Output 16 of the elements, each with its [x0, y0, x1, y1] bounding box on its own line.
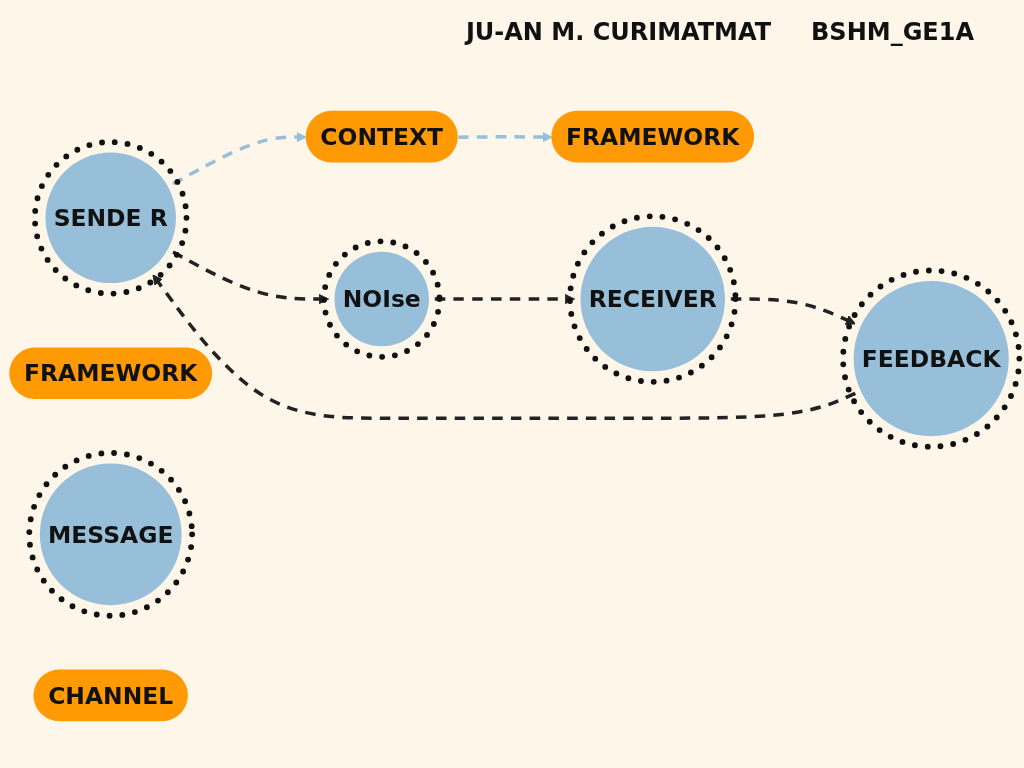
- node-box: FRAMEWORK: [9, 347, 213, 400]
- arrow: [458, 131, 553, 143]
- node-circle: SENDE R: [31, 139, 190, 297]
- node-circle: RECEIVER: [567, 213, 739, 385]
- node-box: CHANNEL: [33, 669, 188, 722]
- title: JU-AN M. CURIMATMAT: [465, 18, 772, 46]
- node-box: CONTEXT: [305, 110, 458, 163]
- node-box: FRAMEWORK: [551, 110, 755, 163]
- node-circle: FEEDBACK: [840, 267, 1023, 450]
- arrow: [152, 274, 857, 420]
- class-code-label: BSHM_GE1A: [811, 18, 974, 46]
- arrow: [730, 297, 856, 325]
- arrow: [434, 293, 576, 305]
- node-circle: MESSAGE: [26, 450, 196, 619]
- arrow: [172, 131, 307, 186]
- node-circle: NOIse: [321, 238, 443, 360]
